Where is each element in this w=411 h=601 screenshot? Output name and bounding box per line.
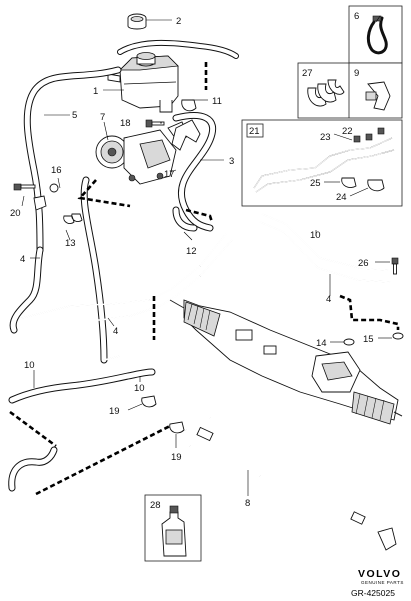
callout-28: 28 bbox=[150, 500, 161, 511]
callout-4-left: 4 bbox=[20, 254, 25, 265]
callout-23: 23 bbox=[320, 132, 331, 143]
bolt-26-icon bbox=[391, 257, 399, 275]
inset-box-part-6 bbox=[348, 5, 403, 64]
bolt-20-icon bbox=[13, 183, 36, 191]
brand-tagline: GENUINE PARTS bbox=[361, 580, 404, 585]
callout-21: 21 bbox=[249, 126, 260, 137]
clip-19-top-icon bbox=[141, 395, 157, 408]
bracket-17-icon bbox=[171, 119, 201, 151]
inset-box-part-28 bbox=[144, 494, 202, 562]
callout-15: 15 bbox=[363, 334, 374, 345]
callout-12: 12 bbox=[186, 246, 197, 257]
leader-lines bbox=[21, 15, 392, 496]
callout-3: 3 bbox=[229, 156, 234, 167]
callout-19-bottom: 19 bbox=[171, 452, 182, 463]
washer-16-icon bbox=[49, 183, 59, 193]
clamp-11-icon bbox=[181, 99, 197, 112]
callout-10-right: 10 bbox=[310, 230, 321, 241]
callout-11: 11 bbox=[212, 96, 222, 107]
callout-17: 17 bbox=[164, 169, 175, 180]
callout-10-left: 10 bbox=[24, 360, 35, 371]
callout-13: 13 bbox=[65, 238, 76, 249]
reference-code: GR-425025 bbox=[351, 588, 395, 598]
callout-9: 9 bbox=[354, 68, 359, 79]
callout-2: 2 bbox=[176, 16, 181, 27]
callout-22: 22 bbox=[342, 126, 353, 137]
brand-logo-text: VOLVO bbox=[358, 568, 401, 580]
pressure-pipe-10 bbox=[21, 213, 391, 361]
callout-5: 5 bbox=[72, 110, 77, 121]
dashed-connection-lines bbox=[9, 62, 400, 496]
fluid-reservoir-1 bbox=[107, 52, 179, 113]
callout-1: 1 bbox=[93, 86, 98, 97]
callout-19-top: 19 bbox=[109, 406, 120, 417]
clip-13-icon bbox=[63, 213, 83, 225]
bolt-18-icon bbox=[145, 119, 165, 128]
callout-4-right: 4 bbox=[326, 294, 331, 305]
callout-20: 20 bbox=[10, 208, 21, 219]
callout-18: 18 bbox=[120, 118, 131, 129]
callout-8: 8 bbox=[245, 498, 250, 509]
callout-16: 16 bbox=[51, 165, 62, 176]
callout-10-center: 10 bbox=[134, 383, 145, 394]
callout-25: 25 bbox=[310, 178, 321, 189]
steering-rack bbox=[169, 299, 403, 425]
bolt-22-icon bbox=[353, 127, 385, 143]
callout-14: 14 bbox=[316, 338, 327, 349]
callout-6: 6 bbox=[354, 11, 359, 22]
callout-26: 26 bbox=[358, 258, 369, 269]
reservoir-cap-2 bbox=[127, 13, 147, 30]
o-ring-14-icon bbox=[343, 338, 355, 346]
callout-24: 24 bbox=[336, 192, 347, 203]
clip-19-bottom-icon bbox=[169, 421, 185, 434]
callout-7: 7 bbox=[100, 112, 105, 123]
inset-box-part-21 bbox=[241, 119, 403, 207]
callout-4-middle: 4 bbox=[113, 326, 118, 337]
oil-cooler-8 bbox=[185, 417, 397, 551]
inset-box-parts-27-9 bbox=[297, 62, 403, 119]
callout-27: 27 bbox=[302, 68, 313, 79]
o-ring-15-icon bbox=[392, 332, 404, 340]
